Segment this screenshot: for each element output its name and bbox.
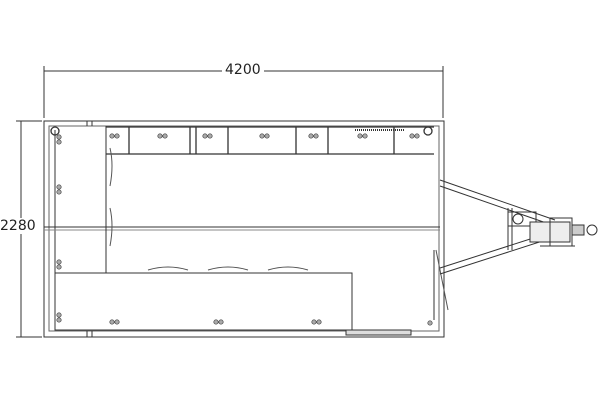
fastener xyxy=(259,133,265,139)
width-dimension-label: 4200 xyxy=(222,62,264,78)
fastener xyxy=(162,133,168,139)
height-dimension-label: 2280 xyxy=(0,218,36,234)
fastener xyxy=(109,133,115,139)
fastener xyxy=(56,312,62,318)
fastener xyxy=(109,319,115,325)
top-cabinets xyxy=(50,126,434,155)
fastener xyxy=(56,189,62,195)
fastener xyxy=(313,133,319,139)
fastener xyxy=(207,133,213,139)
fastener xyxy=(56,139,62,145)
fastener xyxy=(56,134,62,140)
fastener xyxy=(311,319,317,325)
fastener xyxy=(114,319,120,325)
fastener xyxy=(213,319,219,325)
trailer-body xyxy=(43,120,449,338)
hitch-coupling xyxy=(507,211,598,247)
fastener xyxy=(218,319,224,325)
fastener xyxy=(264,133,270,139)
door-swings xyxy=(109,147,309,271)
fastener xyxy=(56,317,62,323)
fastener xyxy=(56,264,62,270)
fastener xyxy=(357,133,363,139)
fastener xyxy=(362,133,368,139)
fastener xyxy=(409,133,415,139)
fastener xyxy=(157,133,163,139)
fastener-marks xyxy=(56,133,433,326)
fastener xyxy=(316,319,322,325)
fastener xyxy=(114,133,120,139)
fastener xyxy=(56,184,62,190)
fastener xyxy=(414,133,420,139)
fastener xyxy=(308,133,314,139)
fastener xyxy=(427,320,433,326)
fastener xyxy=(202,133,208,139)
fastener xyxy=(56,259,62,265)
